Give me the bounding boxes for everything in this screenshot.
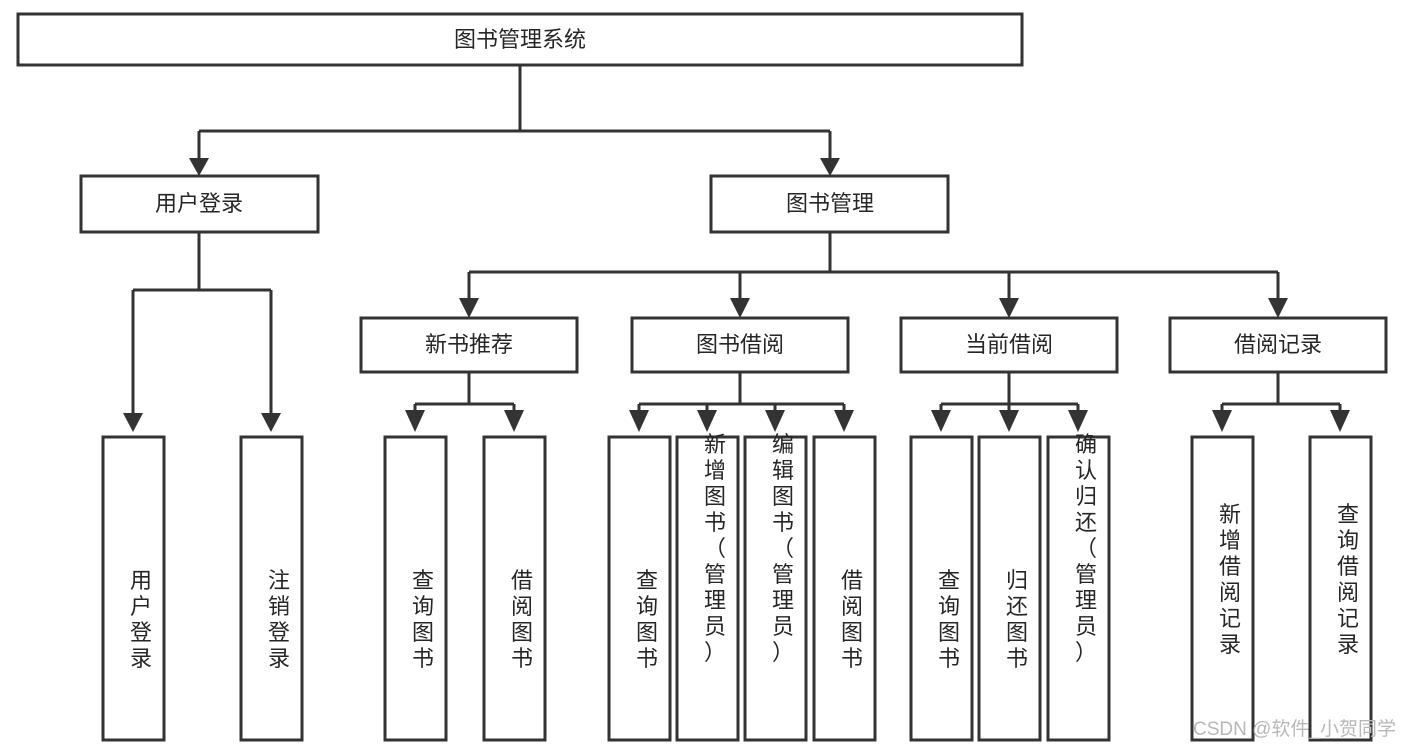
node-user-login[interactable]: 用户登录 [79, 174, 320, 234]
leaf-edit-book[interactable]: 编辑图书（管理员） [743, 432, 808, 742]
leaf-borrow-book-2-box[interactable] [812, 435, 877, 742]
leaf-edit-book-box[interactable] [743, 435, 808, 742]
connector-borrowrecord-bus [1220, 372, 1342, 417]
csdn-watermark: CSDN @软件_小贺同学 [1193, 718, 1396, 740]
leaf-query-book-1-label: 查询图书 [412, 568, 434, 671]
connector-layer [123, 65, 1350, 432]
connector-bookmanage-bus [467, 232, 1280, 300]
node-root-label: 图书管理系统 [454, 27, 586, 52]
leaf-user-login-box[interactable] [101, 435, 166, 742]
leaf-add-record-box[interactable] [1190, 435, 1255, 742]
node-root[interactable]: 图书管理系统 [16, 12, 1024, 67]
arrowhead-book-manage [820, 158, 840, 176]
connector-newbookrec-bus [413, 372, 516, 417]
connector-bookborrow-bus [637, 372, 846, 417]
arrowhead-leaf-query-book-3 [931, 410, 951, 432]
leaf-return-book[interactable]: 归还图书 [977, 435, 1042, 742]
leaf-user-login[interactable]: 用户登录 [101, 435, 166, 742]
node-current-borrow-label: 当前借阅 [965, 332, 1053, 357]
leaf-add-book-label: 新增图书（管理员） [704, 432, 726, 665]
arrowhead-leaf-query-book-1 [405, 410, 425, 432]
leaf-user-login-label: 用户登录 [130, 568, 152, 671]
leaf-borrow-book-1-box[interactable] [482, 435, 547, 742]
connector-root-bus [197, 65, 832, 160]
leaf-query-book-1-box[interactable] [383, 435, 448, 742]
leaf-add-record-label: 新增借阅记录 [1219, 502, 1241, 657]
arrowhead-current-borrow [999, 298, 1019, 318]
arrowhead-user-login [189, 158, 209, 176]
arrowhead-new-book-rec [459, 298, 479, 318]
leaf-query-book-2-label: 查询图书 [636, 568, 658, 671]
leaf-query-book-2-box[interactable] [607, 435, 672, 742]
arrowhead-leaf-user-logout [261, 413, 281, 432]
leaf-add-record[interactable]: 新增借阅记录 [1190, 435, 1255, 742]
leaf-borrow-book-1[interactable]: 借阅图书 [482, 435, 547, 742]
leaf-add-book-box[interactable] [675, 435, 740, 742]
leaf-return-book-box[interactable] [977, 435, 1042, 742]
node-borrow-record-label: 借阅记录 [1234, 332, 1322, 357]
node-book-borrow-label: 图书借阅 [696, 332, 784, 357]
node-borrow-record-box[interactable] [1168, 316, 1388, 374]
connector-userlogin-bus [131, 232, 273, 415]
node-user-login-label: 用户登录 [155, 191, 243, 216]
arrowhead-leaf-add-book [697, 410, 717, 432]
leaf-user-logout[interactable]: 注销登录 [239, 435, 304, 742]
leaf-borrow-book-2-label: 借阅图书 [841, 568, 863, 671]
arrowhead-borrow-record [1268, 298, 1288, 318]
leaf-user-logout-label: 注销登录 [268, 568, 290, 671]
node-book-borrow[interactable]: 图书借阅 [630, 316, 850, 374]
leaf-confirm-return-label: 确认归还（管理员） [1075, 432, 1097, 665]
arrowhead-leaf-borrow-book-1 [504, 410, 524, 432]
leaf-query-book-3[interactable]: 查询图书 [909, 435, 974, 742]
arrowhead-leaf-add-record [1212, 410, 1232, 432]
arrowhead-leaf-query-record [1330, 410, 1350, 432]
node-book-borrow-box[interactable] [630, 316, 850, 374]
arrowhead-leaf-return-book [999, 410, 1019, 432]
leaf-borrow-book-1-label: 借阅图书 [511, 568, 533, 671]
leaf-query-book-3-label: 查询图书 [938, 568, 960, 671]
node-user-login-box[interactable] [79, 174, 320, 234]
leaf-add-book[interactable]: 新增图书（管理员） [675, 432, 740, 742]
leaf-query-book-1[interactable]: 查询图书 [383, 435, 448, 742]
leaf-query-record-box[interactable] [1308, 435, 1373, 742]
node-book-manage-label: 图书管理 [786, 191, 874, 216]
leaf-query-book-3-box[interactable] [909, 435, 974, 742]
leaf-confirm-return[interactable]: 确认归还（管理员） [1046, 432, 1111, 742]
arrowhead-leaf-borrow-book-2 [834, 410, 854, 432]
node-borrow-record[interactable]: 借阅记录 [1168, 316, 1388, 374]
leaf-query-record[interactable]: 查询借阅记录 [1308, 435, 1373, 742]
arrowhead-leaf-query-book-2 [629, 410, 649, 432]
node-new-book-rec-label: 新书推荐 [425, 332, 513, 357]
arrowhead-leaf-confirm-return [1068, 410, 1088, 432]
leaf-edit-book-label: 编辑图书（管理员） [772, 432, 794, 665]
node-root-box[interactable] [16, 12, 1024, 67]
leaf-query-book-2[interactable]: 查询图书 [607, 435, 672, 742]
arrowhead-leaf-user-login [123, 413, 143, 432]
node-book-manage-box[interactable] [709, 174, 950, 234]
leaf-confirm-return-box[interactable] [1046, 435, 1111, 742]
node-new-book-rec[interactable]: 新书推荐 [359, 316, 579, 374]
arrowhead-leaf-edit-book [765, 410, 785, 432]
leaf-query-record-label: 查询借阅记录 [1337, 502, 1359, 657]
node-current-borrow[interactable]: 当前借阅 [899, 316, 1119, 374]
arrowhead-book-borrow [730, 298, 750, 318]
leaf-borrow-book-2[interactable]: 借阅图书 [812, 435, 877, 742]
leaf-return-book-label: 归还图书 [1006, 568, 1028, 671]
node-book-manage[interactable]: 图书管理 [709, 174, 950, 234]
leaf-user-logout-box[interactable] [239, 435, 304, 742]
node-new-book-rec-box[interactable] [359, 316, 579, 374]
node-current-borrow-box[interactable] [899, 316, 1119, 374]
